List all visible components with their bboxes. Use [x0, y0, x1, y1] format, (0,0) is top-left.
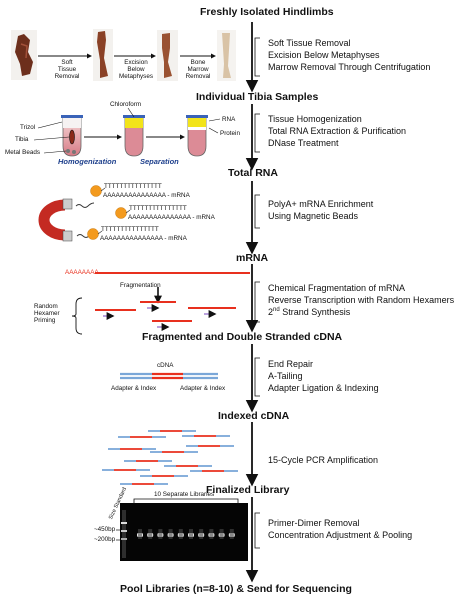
bead-3 — [87, 228, 99, 240]
stage-mrna: mRNA — [236, 252, 269, 264]
label-adapter-index-right: Adapter & Index — [180, 385, 226, 392]
random-hexamer-primers — [103, 304, 217, 331]
gel-image — [120, 503, 248, 561]
bead-2 — [115, 207, 127, 219]
tube-label-lines — [33, 107, 221, 154]
stage-freshly-isolated-hindlimbs: Freshly Isolated Hindlimbs — [200, 6, 334, 18]
bead-1 — [90, 185, 102, 197]
step-marrow-removal: Marrow Removal Through Centrifugation — [268, 61, 431, 72]
stage-individual-tibia-samples: Individual Tibia Samples — [196, 91, 319, 103]
label-separation: Separation — [140, 157, 179, 166]
gel-smear — [178, 529, 183, 539]
gel-smear — [168, 529, 173, 539]
label-trizol: Trizol — [20, 124, 36, 131]
pcr-amplified-fragments — [102, 430, 238, 485]
second-number: 2 — [268, 306, 274, 317]
gel-smear — [219, 529, 224, 539]
tube-middle — [123, 115, 145, 157]
step-polya-enrichment: PolyA+ mRNA Enrichment — [268, 199, 374, 209]
label-200bp: ~200bp — [94, 536, 116, 543]
strand-synthesis-text: Strand Synthesis — [279, 306, 351, 317]
stage-fragmented-cdna: Fragmented and Double Stranded cDNA — [142, 331, 343, 343]
tube-homogenization — [61, 115, 83, 157]
step-adapter-ligation: Adapter Ligation & Indexing — [268, 382, 379, 393]
tube-separation — [186, 115, 208, 157]
step-tissue-homogenization: Tissue Homogenization — [268, 114, 362, 124]
steps-group-4: Chemical Fragmentation of mRNA Reverse T… — [268, 283, 454, 318]
label-metal-beads: Metal Beads — [5, 149, 41, 156]
label-cdna: cDNA — [157, 362, 174, 369]
step-magnetic-beads: Using Magnetic Beads — [268, 210, 359, 221]
step-total-rna-extraction: Total RNA Extraction & Purification — [268, 125, 407, 136]
stage-finalized-library: Finalized Library — [206, 484, 290, 496]
second-suffix: nd — [273, 306, 280, 313]
libraries-bracket — [133, 498, 239, 504]
label-tibia: Tibia — [15, 136, 29, 143]
step-a-tailing: A-Tailing — [268, 370, 303, 381]
primer-bracket — [71, 297, 83, 335]
gel-smear — [229, 529, 234, 539]
tibia-in-tube — [69, 129, 75, 145]
label-chloroform: Chloroform — [110, 101, 142, 108]
steps-group-5: End Repair A-Tailing Adapter Ligation & … — [268, 359, 379, 394]
step-end-repair: End Repair — [268, 359, 314, 369]
stage-pool-libraries: Pool Libraries (n=8-10) & Send for Seque… — [120, 583, 352, 595]
label-ten-libraries: 10 Separate Libraries — [154, 491, 215, 498]
label-rna: RNA — [222, 116, 236, 123]
gel-marker-ticks — [116, 529, 121, 541]
gel-smear — [158, 529, 163, 539]
magnetic-beads — [87, 185, 127, 240]
gel-smear — [148, 529, 153, 539]
gel-smear — [189, 529, 193, 539]
step-dnase-treatment: DNase Treatment — [268, 137, 339, 148]
step-chemical-fragmentation: Chemical Fragmentation of mRNA — [268, 283, 406, 293]
cdna-with-adapters — [120, 372, 218, 380]
label-fragmentation: Fragmentation — [120, 282, 161, 289]
gel-library-bands — [137, 529, 235, 539]
step-second-strand-synthesis: 2nd Strand Synthesis — [268, 307, 454, 319]
step-primer-dimer-removal: Primer-Dimer Removal — [268, 518, 360, 528]
label-450bp: ~450bp — [94, 526, 116, 533]
polyt-1: TTTTTTTTTTTTTTT — [104, 183, 162, 190]
steps-group-3: PolyA+ mRNA Enrichment Using Magnetic Be… — [268, 199, 373, 223]
steps-group-1: Soft Tissue Removal Excision Below Metap… — [268, 38, 430, 73]
step-concentration-pooling: Concentration Adjustment & Pooling — [268, 529, 413, 540]
polyt-3: TTTTTTTTTTTTTTT — [101, 226, 159, 233]
hindlimb-photo-1 — [11, 30, 37, 80]
gel-smear — [138, 529, 142, 539]
step-soft-tissue-removal: Soft Tissue Removal — [268, 38, 351, 48]
hindlimb-photo-2 — [93, 29, 113, 81]
label-adapter-index-left: Adapter & Index — [111, 385, 157, 392]
steps-group-7: Primer-Dimer Removal Concentration Adjus… — [268, 518, 412, 542]
polyt-2: TTTTTTTTTTTTTTT — [129, 205, 187, 212]
step-pcr-amplification: 15-Cycle PCR Amplification — [268, 455, 379, 465]
hindlimb-photo-3 — [157, 30, 178, 81]
gel-smear — [199, 529, 204, 539]
polya-mrna-1: AAAAAAAAAAAAAAA - mRNA — [103, 192, 190, 199]
polya-mrna-2: AAAAAAAAAAAAAAA - mRNA — [128, 214, 215, 221]
magnet-icon — [38, 198, 73, 242]
stage-indexed-cdna: Indexed cDNA — [218, 410, 290, 422]
label-polya-tail: AAAAAAAA — [65, 269, 99, 276]
label-protein: Protein — [220, 130, 240, 137]
mrna-fragments — [95, 301, 236, 322]
step-reverse-transcription: Reverse Transcription with Random Hexame… — [268, 294, 455, 305]
steps-group-2: Tissue Homogenization Total RNA Extracti… — [268, 114, 406, 149]
steps-group-6: 15-Cycle PCR Amplification — [268, 455, 378, 467]
gel-smear — [209, 529, 214, 539]
step-excision-below-metaphyses: Excision Below Metaphyses — [268, 49, 380, 60]
hindlimb-photo-4 — [217, 30, 236, 81]
label-homogenization: Homogenization — [58, 157, 117, 166]
stage-total-rna: Total RNA — [228, 167, 278, 179]
polya-mrna-3: AAAAAAAAAAAAAAA - mRNA — [100, 235, 187, 242]
step-brackets — [254, 37, 260, 549]
bead-tethers — [97, 187, 131, 235]
